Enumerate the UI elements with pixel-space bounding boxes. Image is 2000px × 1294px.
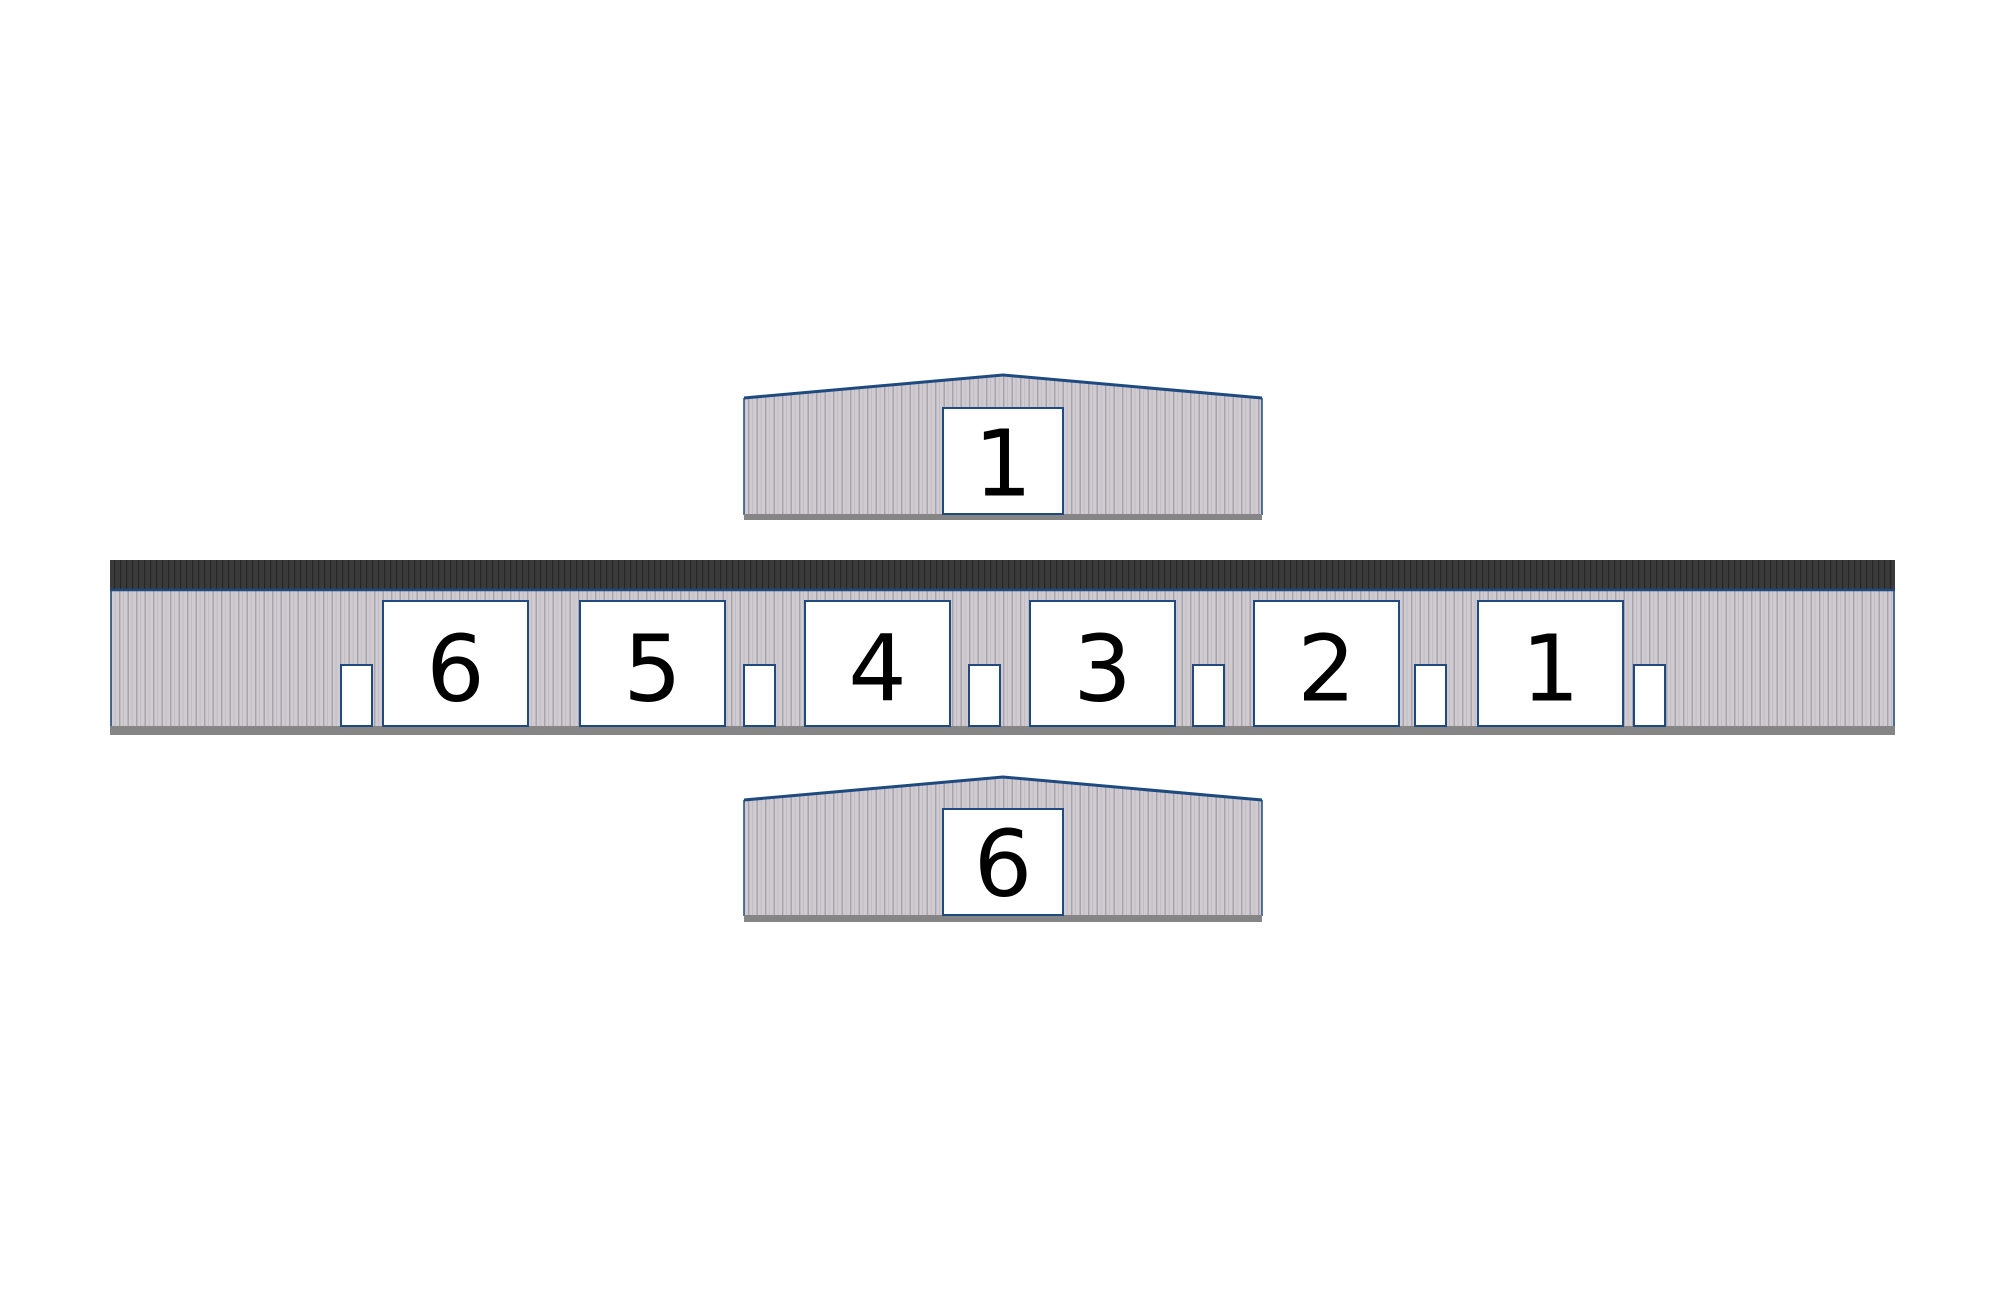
overhead-door-panel <box>382 600 529 727</box>
overhead-door: 1 <box>1477 600 1624 727</box>
overhead-door-panel <box>579 600 726 727</box>
overhead-door-panel <box>804 600 951 727</box>
bottom-gable-door-number: 6 <box>974 811 1033 918</box>
long-side-wall <box>110 589 1895 727</box>
top-gable-overhead-door: 1 <box>942 407 1064 518</box>
long-side-roof <box>110 560 1895 590</box>
overhead-door: 2 <box>1253 600 1400 727</box>
door-number: 1 <box>1521 616 1580 723</box>
long-side-base <box>110 726 1895 735</box>
door-number: 5 <box>623 616 682 723</box>
top-gable-base <box>744 514 1262 520</box>
long-side-elevation: 6 5 4 3 2 1 <box>110 560 1895 735</box>
walk-door <box>340 664 373 727</box>
bottom-gable-base <box>744 915 1262 922</box>
walk-door <box>1414 664 1447 727</box>
overhead-door-panel <box>1029 600 1176 727</box>
door-number: 6 <box>426 616 485 723</box>
door-number: 3 <box>1073 616 1132 723</box>
overhead-door-panel <box>1253 600 1400 727</box>
overhead-door: 4 <box>804 600 951 727</box>
walk-door <box>1192 664 1225 727</box>
walk-door <box>743 664 776 727</box>
walk-door <box>1633 664 1666 727</box>
overhead-door: 5 <box>579 600 726 727</box>
bottom-gable-roof-trim <box>743 775 1263 802</box>
overhead-door: 6 <box>382 600 529 727</box>
top-gable-door-number: 1 <box>974 411 1033 518</box>
top-gable-elevation: 1 <box>743 373 1263 520</box>
bottom-gable-overhead-door: 6 <box>942 808 1064 918</box>
walk-door <box>968 664 1001 727</box>
bottom-gable-elevation: 6 <box>743 775 1263 922</box>
top-gable-roof-trim <box>743 373 1263 400</box>
overhead-door: 3 <box>1029 600 1176 727</box>
door-number: 4 <box>848 616 907 723</box>
overhead-door-panel <box>1477 600 1624 727</box>
door-number: 2 <box>1297 616 1356 723</box>
